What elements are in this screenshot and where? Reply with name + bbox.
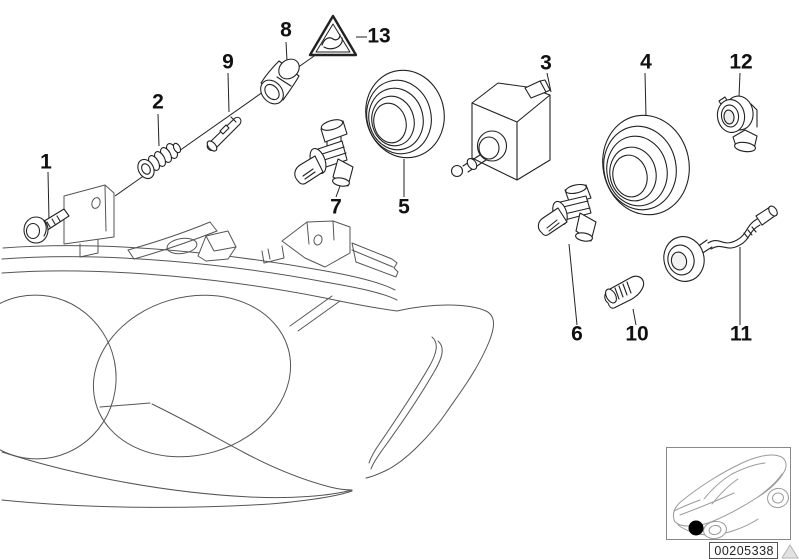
callout-4[interactable]: 4: [640, 50, 652, 74]
callout-12[interactable]: 12: [729, 50, 753, 74]
part-2-adjusting-screw: [137, 142, 182, 180]
image-number-box: 00205338: [709, 542, 778, 559]
part-3-adjustment-motor: [450, 79, 551, 181]
part-5-trim-ring: [365, 69, 445, 159]
car-position-inset: [666, 447, 791, 540]
callout-11[interactable]: 11: [729, 322, 753, 346]
headlight-highlight-dot: [688, 520, 704, 536]
part-6-low-beam-bulb: [537, 183, 597, 242]
callout-9[interactable]: 9: [222, 50, 234, 74]
part-1-bolt: [23, 208, 70, 244]
callout-3[interactable]: 3: [540, 51, 552, 75]
part-9-bulb-sleeve: [206, 116, 242, 152]
crush-hazard-warning-triangle-icon: [308, 14, 358, 57]
part-8-rubber-cap: [260, 58, 300, 105]
car-sketch: [672, 454, 789, 540]
callout-5[interactable]: 5: [398, 195, 410, 219]
callout-10[interactable]: 10: [625, 322, 649, 346]
callout-6[interactable]: 6: [571, 322, 583, 346]
part-7-high-beam-bulb: [294, 119, 354, 187]
part-12-bulb-socket: [716, 95, 758, 153]
part-10-indicator-bulb: [604, 275, 645, 309]
image-number: 00205338: [714, 543, 774, 558]
part-11-cable-grommet: [663, 205, 778, 282]
watermark-triangle: [781, 544, 799, 559]
callout-2[interactable]: 2: [152, 90, 164, 114]
callout-8[interactable]: 8: [280, 18, 292, 42]
callout-1[interactable]: 1: [40, 150, 52, 174]
headlight-housing-drawing: [0, 184, 494, 508]
callout-13[interactable]: 13: [367, 24, 391, 48]
part-4-trim-ring-large: [602, 114, 690, 216]
callout-7[interactable]: 7: [330, 195, 342, 219]
